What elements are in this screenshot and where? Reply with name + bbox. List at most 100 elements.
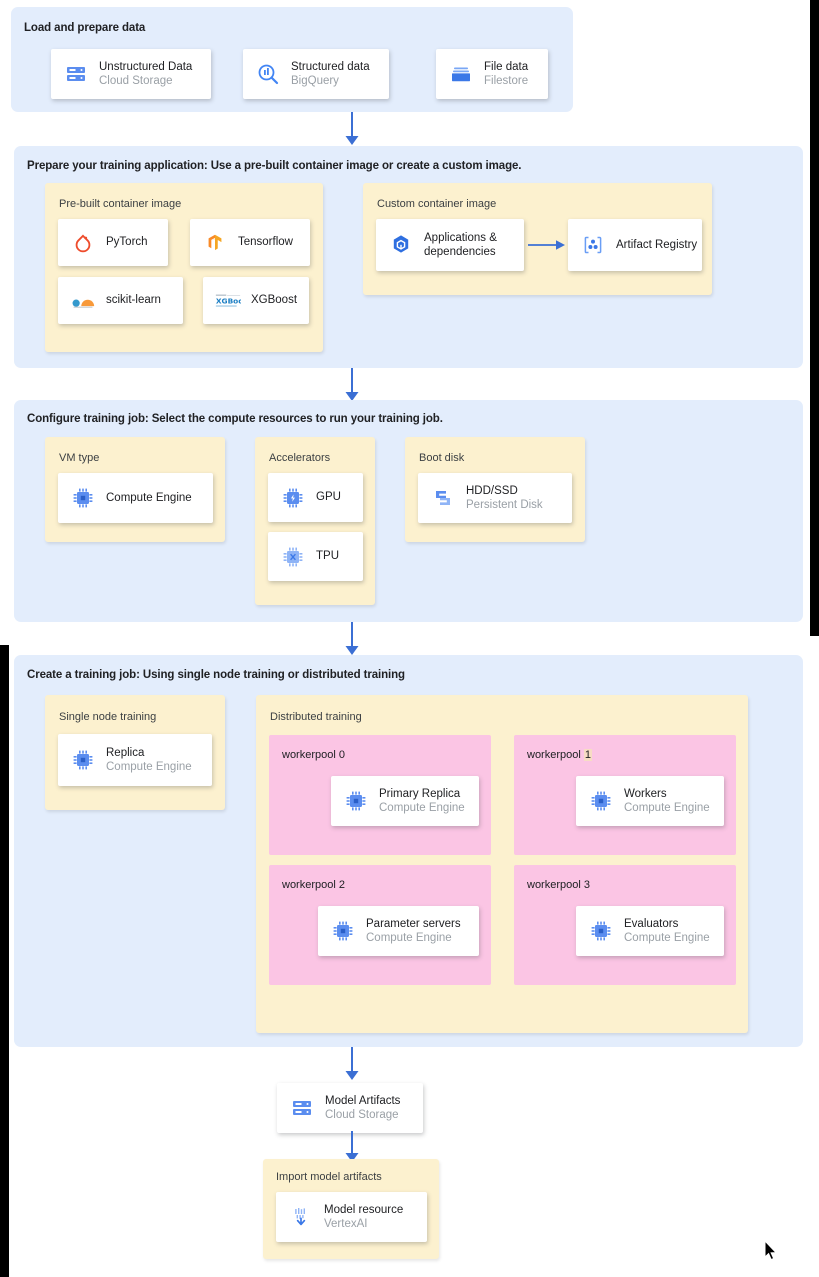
bigquery-icon [255, 61, 281, 87]
pool-title-text: workerpool 0 [282, 749, 345, 761]
pool-title-highlight: 1 [583, 749, 592, 761]
card-parameter-servers[interactable]: Parameter servers Compute Engine [318, 906, 489, 966]
cpu-icon [343, 788, 369, 814]
arrow-prepare-to-configure [345, 368, 359, 401]
card-label: Model resource [324, 1203, 404, 1216]
pytorch-icon [70, 230, 96, 256]
card-tpu[interactable]: TPU [268, 532, 363, 581]
card-tensorflow[interactable]: Tensorflow [190, 219, 310, 266]
arrow-apps-to-artifact-registry [528, 240, 565, 250]
card-gpu[interactable]: GPU [268, 473, 363, 522]
card-xgboost[interactable]: XGBoost XGBoost [203, 277, 309, 324]
group-title: Boot disk [419, 452, 465, 464]
stage-prepare-training-application: Prepare your training application: Use a… [14, 146, 803, 368]
card-label: scikit-learn [106, 294, 161, 307]
card-label: Primary Replica [379, 787, 461, 800]
stage-create-a-training-job: Create a training job: Using single node… [14, 655, 803, 1047]
group-accelerators: Accelerators GPU [255, 437, 375, 605]
pool-title: workerpool 2 [282, 879, 345, 891]
card-label: Artifact Registry [616, 238, 698, 251]
pool-title-text: workerpool [527, 749, 584, 761]
card-label: Evaluators [624, 917, 679, 930]
card-structured-data[interactable]: Structured data BigQuery [243, 49, 389, 99]
arrow-configure-to-create [345, 622, 359, 655]
card-file-data[interactable]: File data Filestore [436, 49, 548, 99]
stage-title: Create a training job: Using single node… [27, 669, 405, 681]
group-pre-built-container-image: Pre-built container image PyTorch [45, 183, 323, 352]
card-compute-engine[interactable]: Compute Engine [58, 473, 213, 523]
group-boot-disk: Boot disk HDD/SSD Persistent Disk [405, 437, 585, 542]
card-label: PyTorch [106, 236, 148, 249]
gpu-icon [280, 485, 306, 511]
card-sublabel: Cloud Storage [325, 1109, 399, 1121]
card-label: XGBoost [251, 294, 298, 307]
arrow-model-artifacts-to-import [345, 1131, 359, 1162]
tpu-icon [280, 544, 306, 570]
stage-title: Configure training job: Select the compu… [27, 413, 443, 425]
card-evaluators[interactable]: Evaluators Compute Engine [576, 906, 734, 966]
group-title: Accelerators [269, 452, 331, 464]
card-label: Model Artifacts [325, 1094, 401, 1107]
cpu-icon [588, 788, 614, 814]
card-artifact-registry[interactable]: Artifact Registry [568, 219, 702, 271]
card-label: Compute Engine [106, 491, 192, 504]
card-sublabel: VertexAI [324, 1218, 368, 1230]
card-sublabel: Compute Engine [106, 761, 192, 773]
card-sublabel: Filestore [484, 75, 529, 87]
group-title: Import model artifacts [276, 1171, 382, 1183]
card-sublabel: Compute Engine [624, 932, 710, 944]
group-title: Pre-built container image [59, 198, 182, 210]
card-hdd-ssd[interactable]: HDD/SSD Persistent Disk [418, 473, 572, 523]
card-unstructured-data[interactable]: Unstructured Data Cloud Storage [51, 49, 211, 99]
card-label: TPU [316, 550, 339, 563]
model-resource-icon [288, 1204, 314, 1230]
card-label: GPU [316, 491, 341, 504]
group-title: Single node training [59, 711, 157, 723]
pool-workerpool-1: workerpool 1 [514, 735, 736, 855]
card-label: Tensorflow [238, 236, 293, 249]
card-label: Unstructured Data [99, 60, 193, 73]
cpu-icon [70, 485, 96, 511]
letterbox-bar-left [0, 645, 9, 1277]
persistent-disk-icon [430, 485, 456, 511]
pool-workerpool-2: workerpool 2 [269, 865, 491, 985]
mouse-cursor [764, 1241, 778, 1261]
card-label: Applications & [424, 231, 497, 244]
group-title: Distributed training [270, 711, 362, 723]
card-sublabel: BigQuery [291, 75, 339, 87]
cpu-icon [70, 747, 96, 773]
card-pytorch[interactable]: PyTorch [58, 219, 168, 266]
card-applications-and-dependencies[interactable]: Applications & dependencies [376, 219, 524, 271]
card-model-resource[interactable]: Model resource VertexAI [276, 1192, 427, 1242]
card-model-artifacts[interactable]: Model Artifacts Cloud Storage [277, 1083, 423, 1133]
scikit-learn-icon [70, 288, 96, 314]
card-label: Structured data [291, 60, 370, 73]
pool-title: workerpool 0 [282, 749, 345, 761]
card-label: HDD/SSD [466, 484, 518, 497]
letterbox-bar-right [810, 0, 819, 636]
cpu-icon [330, 918, 356, 944]
group-custom-container-image: Custom container image Applications & de… [363, 183, 712, 295]
card-scikit-learn[interactable]: scikit-learn [58, 277, 183, 324]
stage-configure-training-job: Configure training job: Select the compu… [14, 400, 803, 622]
card-sublabel: Compute Engine [379, 802, 465, 814]
card-primary-replica[interactable]: Primary Replica Compute Engine [331, 776, 489, 836]
pool-title: workerpool 1 [527, 749, 592, 761]
card-workers[interactable]: Workers Compute Engine [576, 776, 734, 836]
stage-title: Load and prepare data [24, 22, 146, 34]
group-import-model-artifacts: Import model artifacts Model resource Ve… [263, 1159, 439, 1259]
card-sublabel: Compute Engine [366, 932, 452, 944]
pool-title: workerpool 3 [527, 879, 590, 891]
pool-title-text: workerpool 3 [527, 879, 590, 891]
container-icon [388, 232, 414, 258]
card-replica[interactable]: Replica Compute Engine [58, 734, 212, 786]
card-label2: dependencies [424, 246, 496, 258]
group-vm-type: VM type Compute Engine [45, 437, 225, 542]
cloud-storage-icon [63, 61, 89, 87]
stage-load-and-prepare-data: Load and prepare data Unstructured Data … [11, 7, 573, 112]
svg-text:XGBoost: XGBoost [216, 296, 241, 305]
cloud-storage-icon [289, 1095, 315, 1121]
arrow-load-to-prepare [345, 112, 359, 145]
group-title: Custom container image [377, 198, 497, 210]
